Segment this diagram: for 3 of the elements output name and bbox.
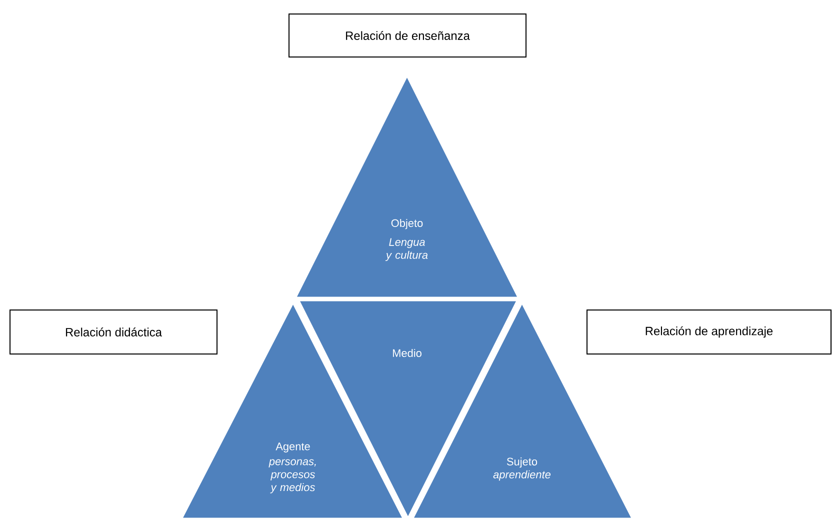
label-box: Relación didáctica xyxy=(10,310,218,354)
label-box: Relación de aprendizaje xyxy=(586,310,832,354)
label-box: Relación de enseñanza xyxy=(288,14,526,58)
